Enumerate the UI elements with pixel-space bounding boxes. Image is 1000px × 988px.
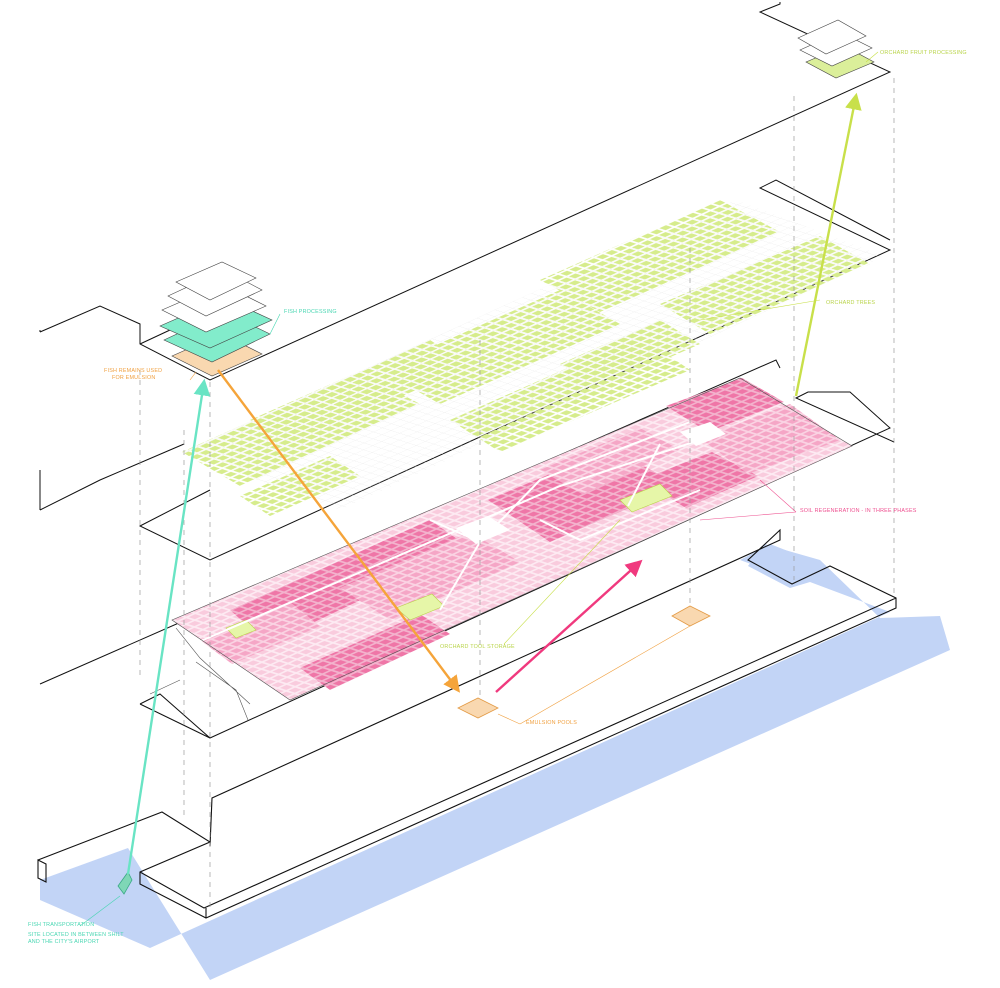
orchard-block-6 xyxy=(660,236,870,334)
leader-lines xyxy=(79,51,879,927)
tool-storage-1 xyxy=(225,619,257,639)
fruit-arrow xyxy=(794,92,862,397)
fish-transport-arrow xyxy=(126,378,211,875)
label-orchard-trees: ORCHARD TREES xyxy=(826,300,875,306)
label-orchard-tool-storage: ORCHARD TOOL STORAGE xyxy=(440,644,515,650)
label-fish-remains-line2: FOR EMULSION xyxy=(112,375,155,381)
orchard-block-7 xyxy=(240,456,360,516)
emulsion-pool-2 xyxy=(671,605,711,627)
fish-remains-arrow xyxy=(217,369,461,693)
label-fish-transportation: FISH TRANSPORTATION xyxy=(28,922,94,928)
label-site-line1: SITE LOCATED IN BETWEEN SHILT xyxy=(28,932,124,938)
orchard-block-8 xyxy=(560,320,700,388)
soil-phase-dark-4 xyxy=(300,614,450,690)
ground-outline xyxy=(37,528,897,919)
tool-storage-2 xyxy=(395,593,445,621)
label-orchard-fruit-processing: ORCHARD FRUIT PROCESSING xyxy=(880,50,967,56)
emulsion-arrow xyxy=(495,559,643,693)
flow-arrows xyxy=(126,92,862,875)
tool-storage-3 xyxy=(619,483,673,513)
soil-phase-mid-2 xyxy=(540,428,680,494)
orchard-block-3 xyxy=(380,290,620,404)
vertical-guides xyxy=(139,78,895,912)
soil-phase-mid-4 xyxy=(200,602,320,664)
hub-disc xyxy=(117,871,133,895)
water-body-upper xyxy=(740,544,826,582)
soil-regeneration-level xyxy=(39,359,895,739)
soil-phase-mid-3 xyxy=(700,404,840,474)
labels: ORCHARD FRUIT PROCESSING FISH PROCESSING… xyxy=(28,50,967,945)
label-site-line2: AND THE CITY'S AIRPORT xyxy=(28,939,100,945)
emulsion-pool-1 xyxy=(457,697,499,719)
label-fish-remains-line1: FISH REMAINS USED xyxy=(104,368,162,374)
fruit-processing-stack xyxy=(797,19,875,79)
soil-phase-mid-1 xyxy=(340,532,520,620)
fish-processing-stack xyxy=(159,261,273,377)
soil-phase-light xyxy=(172,378,852,700)
soil-edge-lines xyxy=(149,377,853,721)
soil-phase-dark-3 xyxy=(666,378,784,432)
courtyard-2 xyxy=(680,422,726,446)
label-soil-regeneration: SOIL REGENERATION - IN THREE PHASES xyxy=(800,508,917,514)
label-fish-processing: FISH PROCESSING xyxy=(284,309,337,315)
orchard-block-5 xyxy=(540,200,780,312)
ground-level xyxy=(37,528,950,980)
label-emulsion-pools: EMULSION POOLS xyxy=(526,720,577,726)
water-body xyxy=(40,544,950,980)
orchard-level xyxy=(39,179,892,561)
processing-level xyxy=(39,2,892,381)
